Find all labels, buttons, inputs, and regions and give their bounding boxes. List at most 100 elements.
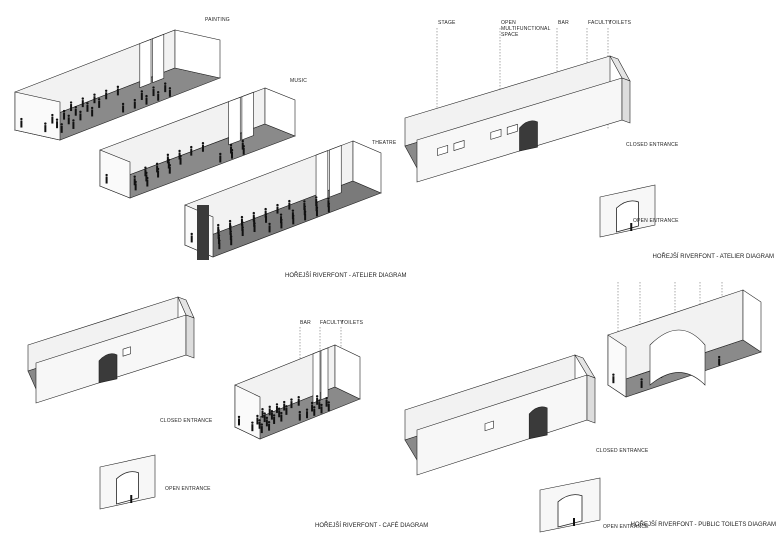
cafe-zone-faculty: FACULTY [320,320,344,326]
service-room [139,38,152,89]
person-figure [144,169,147,177]
person-head [258,419,261,422]
person-figure [133,101,136,109]
person-head [327,197,330,200]
person-figure [320,406,323,414]
person-figure [79,113,82,121]
side-facade [185,314,195,359]
cafe-zone-bar: BAR [300,320,311,326]
zone-label-painting: PAINTING [205,17,230,23]
person-head [277,407,281,410]
person-figure [229,222,232,230]
person-figure [201,144,204,152]
person-head [264,207,267,211]
person-figure [164,85,167,93]
person-head [116,85,120,89]
person-figure [242,147,245,155]
person-head [121,102,125,106]
person-figure [86,104,89,112]
person-figure [285,407,288,415]
person-head [237,415,241,419]
person-figure [253,219,256,227]
person-figure [270,412,273,420]
person-head [105,173,108,177]
person-head [251,421,254,424]
person-figure [156,165,159,173]
person-figure [20,120,23,128]
person-figure [241,142,244,150]
person-figure [273,416,276,424]
person-figure [231,151,234,159]
person-figure [116,88,119,96]
person-figure [93,96,96,104]
person-figure [241,223,244,231]
person-figure [70,104,73,112]
person-figure [280,414,283,422]
person-figure [179,157,182,165]
person-figure [278,410,281,418]
person-head [157,91,160,94]
atelier-building [404,55,631,183]
person-figure [230,238,233,246]
person-head [168,87,172,90]
person-figure [134,183,137,191]
window [453,140,465,151]
open-archway [116,471,139,505]
person-figure [315,209,318,217]
person-figure [640,380,643,388]
person-head [276,203,279,207]
person-head [104,89,108,92]
person-head [144,166,147,169]
cafe-open-entrance-label: OPEN ENTRANCE [165,486,211,492]
closed-entrance-label: CLOSED ENTRANCE [626,142,679,148]
person-head [55,118,59,121]
person-head [62,109,66,113]
person-head [325,396,328,400]
end-wall-left [234,384,261,440]
person-figure [303,202,306,210]
person-figure [630,223,633,231]
person-figure [241,229,244,237]
person-head [315,395,319,398]
person-figure [217,226,220,234]
person-figure [145,174,148,182]
person-head [279,213,283,216]
person-head [320,403,323,407]
person-figure [253,225,256,233]
curved-partition [649,329,706,386]
person-head [44,122,47,125]
person-head [60,123,63,126]
person-figure [51,116,54,124]
zone-label-open-space: OPEN MULTIFUNCTIONAL SPACE [501,20,551,38]
person-head [270,409,274,413]
person-head [178,149,181,153]
person-figure [133,178,136,186]
person-head [291,209,295,212]
person-figure [122,105,125,113]
person-figure [145,97,148,105]
person-figure [298,413,301,421]
top-edge [609,55,631,82]
person-figure [238,418,240,426]
person-figure [218,242,221,250]
service-room [241,91,254,141]
person-figure [265,215,268,223]
person-head [166,153,170,157]
person-figure [304,213,307,221]
person-figure [288,202,291,210]
top-edge [574,354,596,379]
end-wall-right [264,87,296,137]
person-head [265,416,269,420]
person-figure [268,408,271,416]
person-head [145,94,148,98]
person-head [228,219,232,223]
person-figure [573,518,575,526]
toilets-open-entrance [539,477,601,533]
person-head [290,398,293,401]
person-head [305,408,309,411]
person-figure [157,93,160,101]
person-head [275,403,279,406]
person-head [219,152,222,156]
person-head [51,113,54,117]
person-head [640,378,643,381]
